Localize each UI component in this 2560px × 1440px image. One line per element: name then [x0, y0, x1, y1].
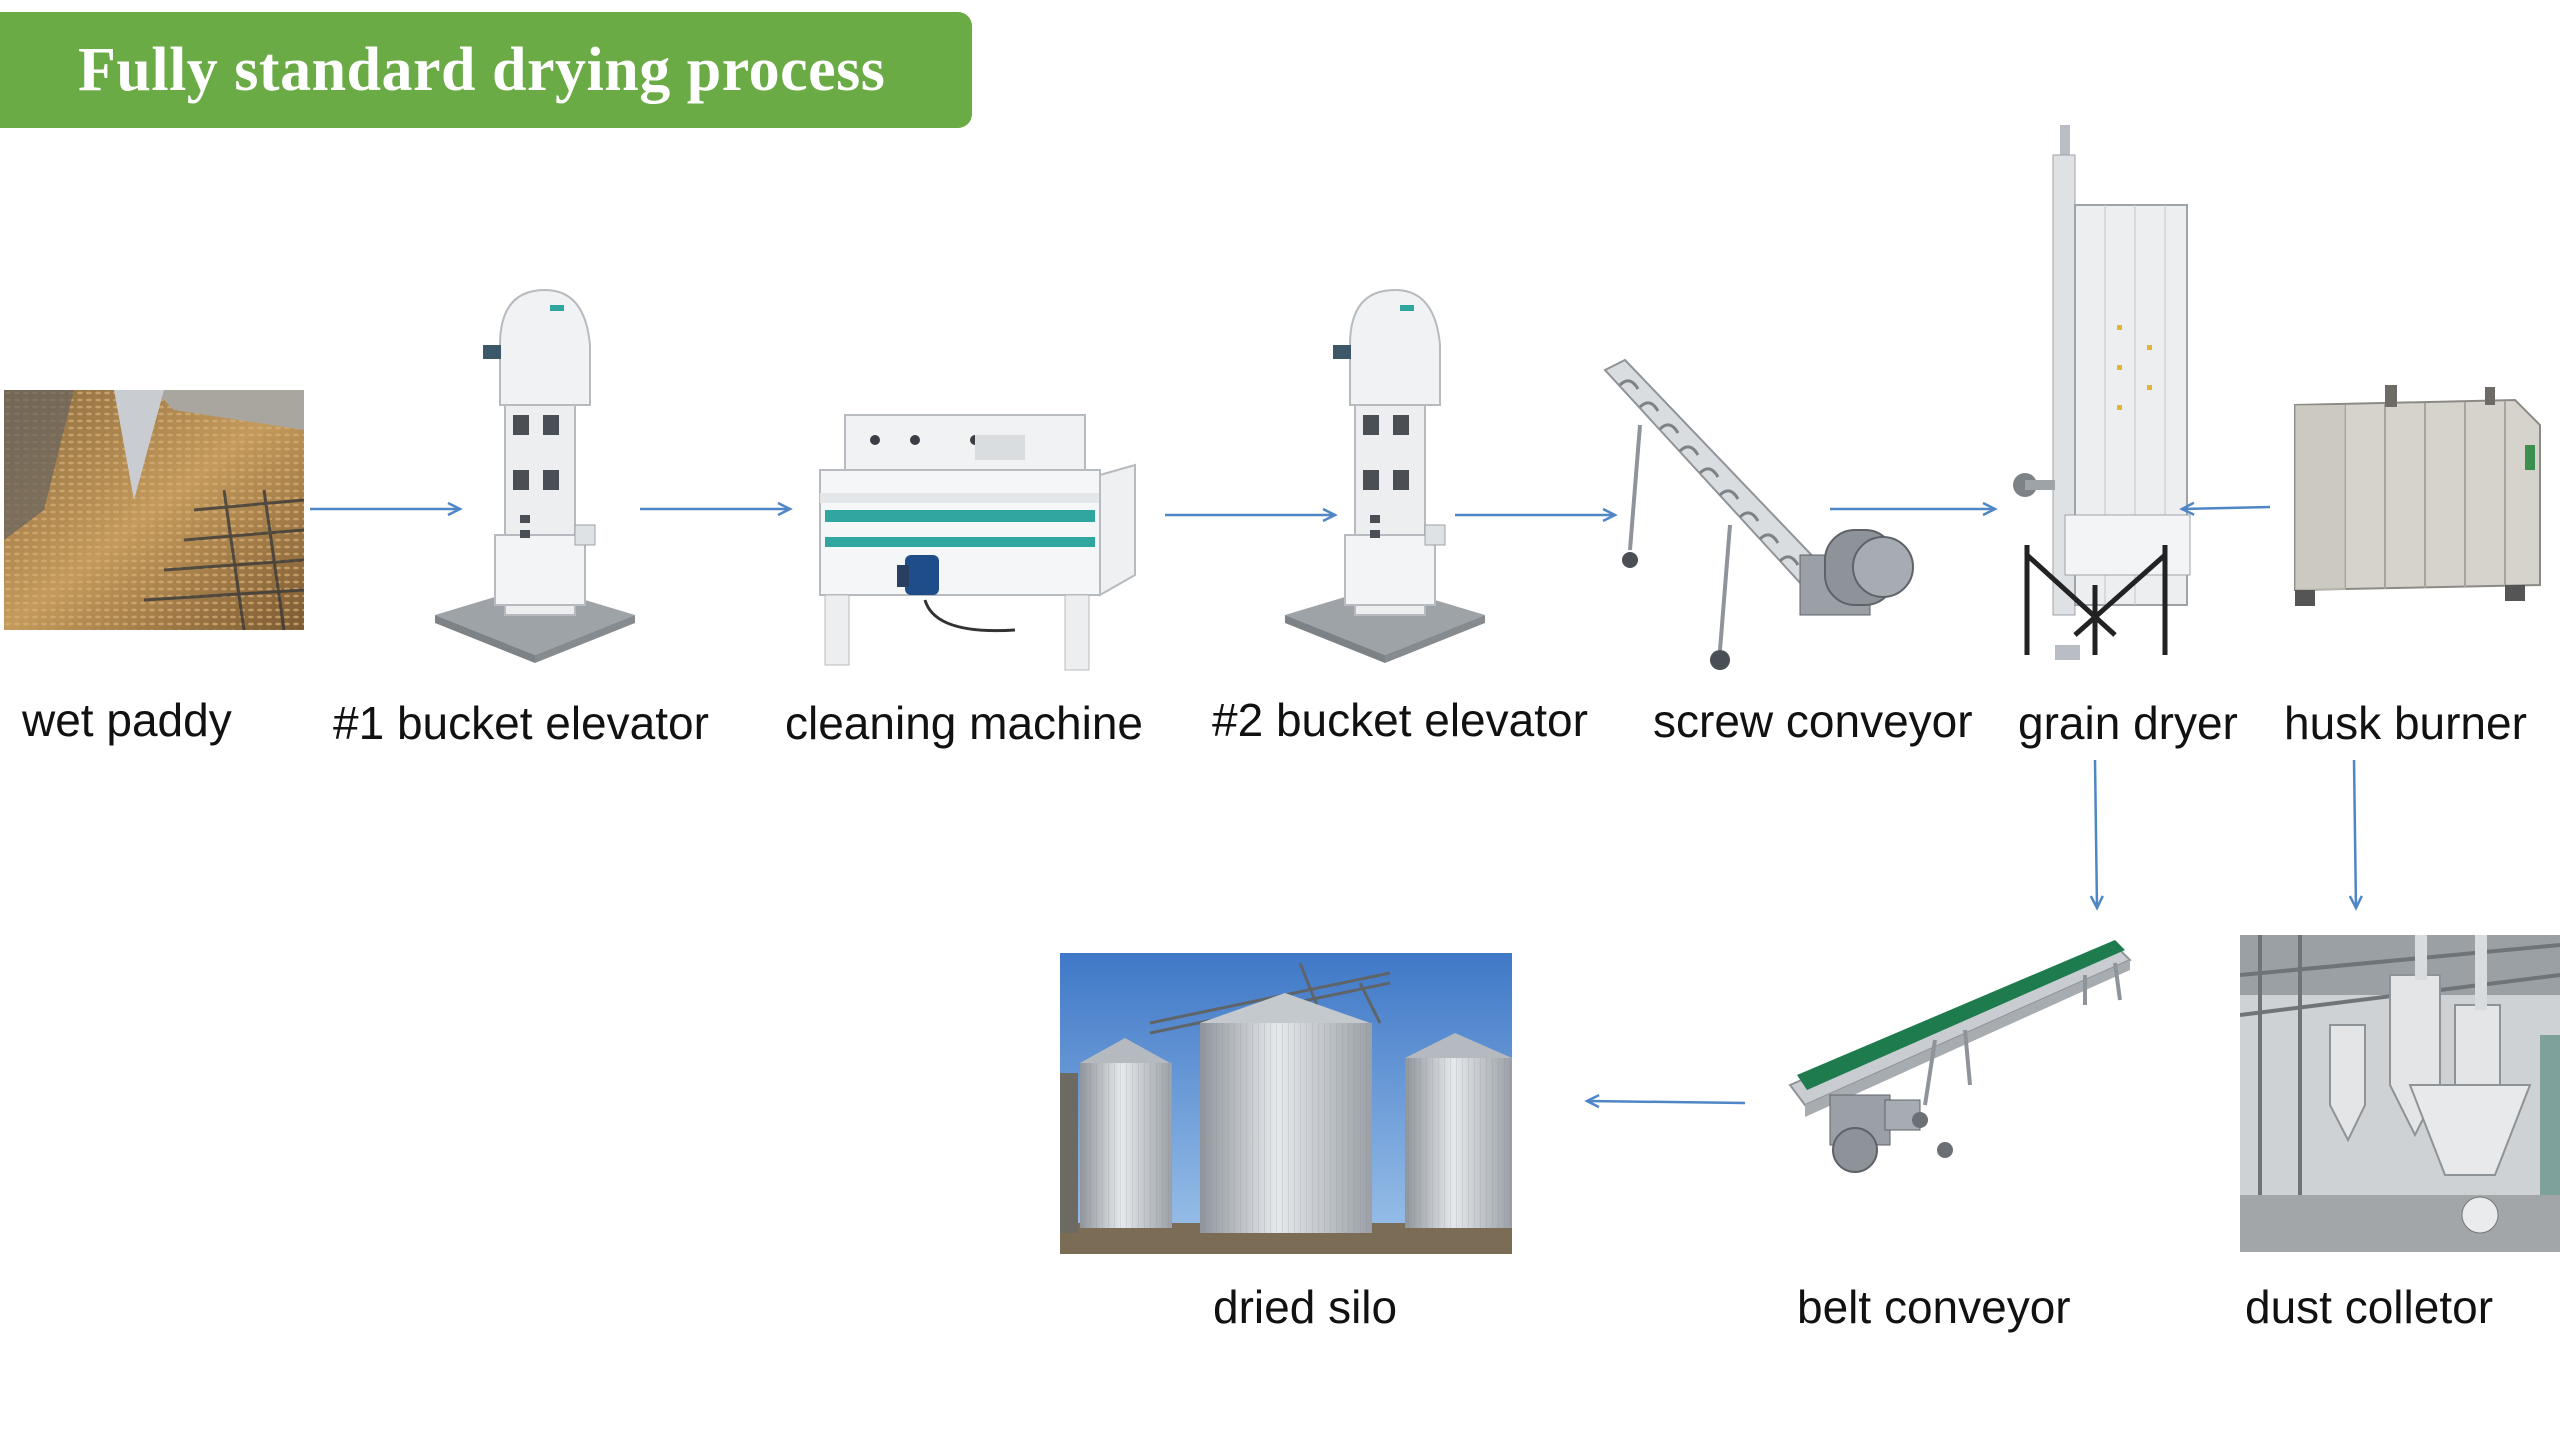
husk-burner-image	[2294, 385, 2541, 606]
label-wet-paddy: wet paddy	[22, 694, 232, 746]
wet-paddy-photo	[4, 390, 304, 630]
grain-dryer-image	[2013, 125, 2191, 660]
label-grain-dryer: grain dryer	[2018, 697, 2238, 749]
dust-collector-image	[2240, 935, 2560, 1252]
arrow-belt-to-silo	[1584, 1094, 1746, 1109]
label-bucket-elevator-1: #1 bucket elevator	[333, 697, 709, 749]
belt-conveyor-image	[1788, 940, 2132, 1173]
bucket-elevator-1-image	[435, 288, 635, 663]
label-cleaning-machine: cleaning machine	[785, 697, 1144, 749]
cleaning-machine-image	[819, 414, 1136, 671]
arrow-burner-to-dryer	[2179, 501, 2271, 516]
label-dried-silo: dried silo	[1213, 1281, 1398, 1333]
label-screw-conveyor: screw conveyor	[1653, 695, 1973, 747]
label-dust-collector: dust colletor	[2245, 1281, 2494, 1333]
diagram-title: Fully standard drying process	[78, 35, 886, 104]
arrow-dryer-to-belt	[2089, 759, 2104, 911]
bucket-elevator-2-image	[1285, 288, 1485, 663]
label-husk-burner: husk burner	[2284, 697, 2527, 749]
arrow-burner-to-dust	[2348, 759, 2363, 911]
label-bucket-elevator-2: #2 bucket elevator	[1212, 694, 1588, 746]
screw-conveyor-image	[1603, 358, 1914, 670]
label-belt-conveyor: belt conveyor	[1797, 1281, 2071, 1333]
title-banner: Fully standard drying process	[0, 12, 972, 128]
dried-silo-image	[1060, 953, 1512, 1254]
